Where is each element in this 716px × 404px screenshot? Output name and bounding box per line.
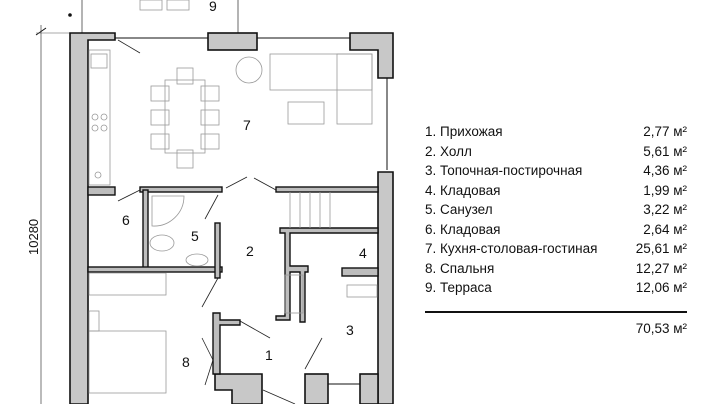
total-area: 70,53 м² bbox=[635, 320, 687, 336]
room-name: 6. Кладовая bbox=[425, 221, 501, 237]
legend-row: 4. Кладовая 1,99 м² bbox=[425, 181, 687, 201]
room-area: 4,36 м² bbox=[643, 163, 687, 178]
room-area: 5,61 м² bbox=[643, 143, 687, 159]
room-area: 25,61 м² bbox=[635, 241, 687, 256]
room-label-2: 2 bbox=[246, 243, 254, 259]
room-label-7: 7 bbox=[243, 117, 251, 133]
legend-row: 1. Прихожая 2,77 м² bbox=[425, 122, 687, 142]
room-area: 2,77 м² bbox=[643, 124, 687, 139]
room-name: 7. Кухня-столовая-гостиная bbox=[425, 241, 598, 256]
room-name: 9. Терраса bbox=[425, 280, 492, 295]
room-area: 3,22 м² bbox=[643, 202, 687, 217]
dimension-label: 10280 bbox=[26, 219, 41, 255]
legend-row: 7. Кухня-столовая-гостиная 25,61 м² bbox=[425, 239, 687, 259]
room-name: 2. Холл bbox=[425, 143, 472, 159]
room-label-8: 8 bbox=[182, 354, 190, 370]
legend-divider bbox=[425, 310, 687, 313]
room-label-3: 3 bbox=[346, 322, 354, 338]
legend-row: 6. Кладовая 2,64 м² bbox=[425, 220, 687, 240]
dimension-line: 10280 bbox=[26, 25, 70, 404]
room-area: 12,06 м² bbox=[635, 280, 687, 295]
door-swings bbox=[117, 39, 323, 404]
legend-row: 3. Топочная-постирочная 4,36 м² bbox=[425, 161, 687, 181]
room-area: 2,64 м² bbox=[643, 221, 687, 237]
room-name: 3. Топочная-постирочная bbox=[425, 163, 583, 178]
furniture bbox=[88, 49, 378, 394]
room-label-6: 6 bbox=[122, 212, 130, 228]
room-area-legend: 1. Прихожая 2,77 м² 2. Холл 5,61 м² 3. Топ… bbox=[425, 122, 687, 336]
room-label-4: 4 bbox=[359, 245, 367, 261]
room-labels: 7 6 5 2 4 3 1 8 9 bbox=[122, 0, 367, 370]
room-name: 5. Санузел bbox=[425, 202, 493, 217]
room-area: 1,99 м² bbox=[643, 182, 687, 198]
legend-row: 2. Холл 5,61 м² bbox=[425, 142, 687, 162]
legend-row: 5. Санузел 3,22 м² bbox=[425, 200, 687, 220]
legend-row: 9. Терраса 12,06 м² bbox=[425, 278, 687, 298]
room-name: 1. Прихожая bbox=[425, 124, 503, 139]
room-area: 12,27 м² bbox=[635, 260, 687, 276]
interior-walls bbox=[87, 186, 379, 375]
room-label-5: 5 bbox=[191, 228, 199, 244]
room-label-9: 9 bbox=[209, 0, 217, 14]
legend-row: 8. Спальня 12,27 м² bbox=[425, 259, 687, 279]
room-label-1: 1 bbox=[265, 347, 273, 363]
room-name: 4. Кладовая bbox=[425, 182, 501, 198]
room-name: 8. Спальня bbox=[425, 260, 495, 276]
outer-walls bbox=[69, 32, 394, 404]
